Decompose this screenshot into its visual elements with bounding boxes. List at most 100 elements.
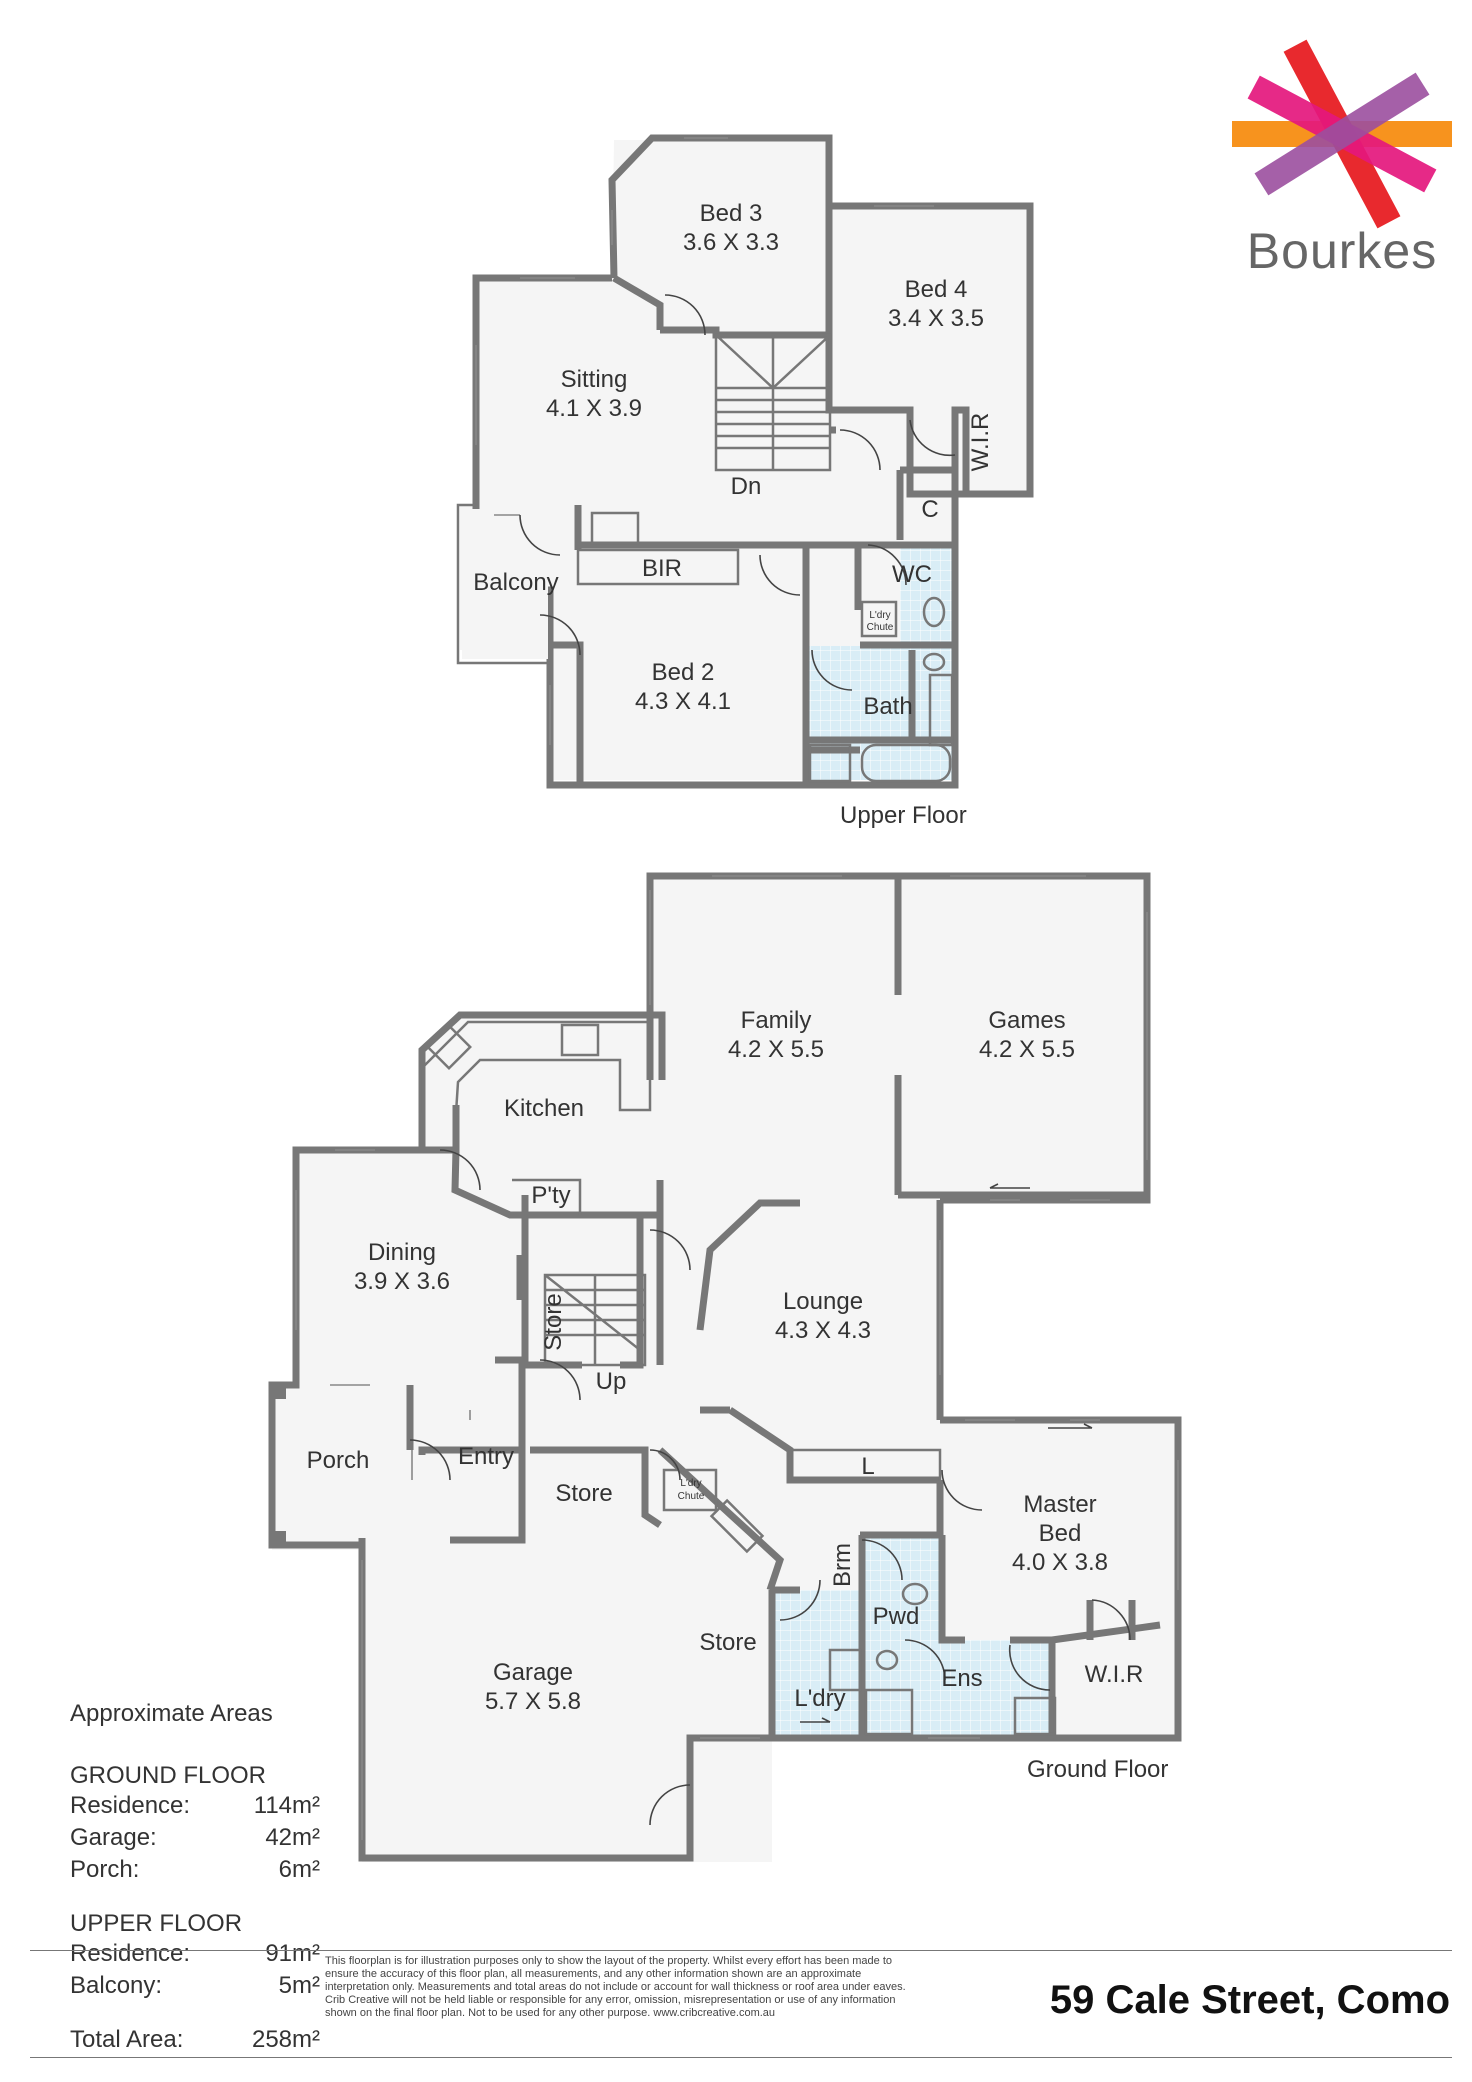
games-size: 4.2 X 5.5 (979, 1036, 1075, 1063)
area-value: 5m² (278, 1972, 320, 1999)
bath-label: Bath (863, 693, 912, 720)
total-area-row: Total Area: 258m² (70, 2024, 320, 2056)
ground-doors (409, 1149, 1131, 1826)
pantry-label: P'ty (531, 1182, 570, 1209)
stairs-down-label: Dn (731, 473, 762, 500)
dining-size: 3.9 X 3.6 (354, 1268, 450, 1295)
ldry-tub (828, 1648, 862, 1692)
area-row: Porch: 6m² (70, 1854, 320, 1886)
master-size: 4.0 X 3.8 (1012, 1549, 1108, 1576)
ground-floor: Family 4.2 X 5.5 Games 4.2 X 5.5 Kitchen… (268, 872, 1182, 1862)
bath-toilet (922, 652, 946, 672)
ground-stairs (543, 1273, 647, 1367)
broom-label: Brm (829, 1543, 856, 1587)
garage-size: 5.7 X 5.8 (485, 1688, 581, 1715)
areas-heading: Approximate Areas (70, 1700, 273, 1727)
lounge-name: Lounge (783, 1288, 863, 1315)
area-label: Porch: (70, 1856, 140, 1883)
bed2-name: Bed 2 (652, 659, 715, 686)
area-label: Garage: (70, 1824, 157, 1851)
bir-label: BIR (642, 555, 682, 582)
wc-label: WC (892, 561, 932, 588)
stairs-up-label: Up (596, 1368, 627, 1395)
cooktop (560, 1023, 600, 1057)
master-name-2: Bed (1039, 1520, 1082, 1547)
closet-label: C (921, 496, 938, 523)
kitchen-bench (418, 1020, 652, 1114)
upper-floor-heading: UPPER FLOOR (70, 1910, 243, 1937)
garage-name: Garage (493, 1659, 573, 1686)
brand-name: Bourkes (1246, 223, 1438, 279)
laundry-label: L'dry (794, 1685, 845, 1712)
garage-bench (709, 1498, 765, 1554)
ensuite-label: Ens (941, 1665, 982, 1692)
footer-rule-bottom (30, 2057, 1452, 2058)
ground-floor-area (272, 876, 1178, 1862)
logo-bar-purple (1254, 72, 1430, 196)
upper-ldry-chute-2: Chute (867, 622, 894, 633)
pantry (512, 1178, 582, 1215)
upper-floor-title: Upper Floor (840, 802, 967, 829)
footer-rule-top (30, 1950, 1452, 1951)
area-label: Balcony: (70, 1972, 163, 1999)
brand-logo (1232, 39, 1452, 229)
balcony-label: Balcony (473, 569, 558, 596)
wc-tiles (900, 545, 955, 645)
wc-toilet (922, 596, 946, 628)
sitting-sink (590, 511, 640, 545)
dining-name: Dining (368, 1239, 436, 1266)
bed2-size: 4.3 X 4.1 (635, 688, 731, 715)
area-row: Residence: 91m² (70, 1938, 320, 1970)
bathtub (860, 743, 952, 783)
family-size: 4.2 X 5.5 (728, 1036, 824, 1063)
area-row: Garage: 42m² (70, 1822, 320, 1854)
area-value: 114m² (253, 1792, 320, 1819)
entry-store-label: Store (555, 1480, 612, 1507)
bed3-name: Bed 3 (700, 200, 763, 227)
master-name-1: Master (1023, 1491, 1096, 1518)
ground-floor-title: Ground Floor (1027, 1756, 1168, 1783)
bir-cabinet (576, 548, 740, 586)
upper-stairs (714, 333, 832, 472)
ldry-chute-box (860, 600, 898, 638)
lounge-size: 4.3 X 4.3 (775, 1317, 871, 1344)
balcony-area (462, 509, 548, 659)
area-value: 91m² (265, 1940, 320, 1967)
ground-floor-heading: GROUND FLOOR (70, 1762, 267, 1789)
sitting-size: 4.1 X 3.9 (546, 395, 642, 422)
pwd-basin (875, 1649, 899, 1671)
ground-ldry-chute-2: Chute (678, 1491, 705, 1502)
sitting-name: Sitting (561, 366, 628, 393)
area-value: 42m² (265, 1824, 320, 1851)
ens-shower (864, 1688, 914, 1736)
upper-floor: Bed 3 3.6 X 3.3 Bed 4 3.4 X 3.5 Sitting … (456, 134, 1034, 829)
area-row: Balcony: 5m² (70, 1970, 320, 2002)
linen-label: L (861, 1453, 874, 1480)
upper-ldry-chute-1: L'dry (869, 610, 890, 621)
balcony-rail (456, 503, 550, 665)
porch-post-1 (272, 1385, 286, 1399)
family-name: Family (741, 1007, 812, 1034)
ldry-tiles (772, 1590, 862, 1735)
ground-windows (295, 875, 1179, 1840)
bed4-name: Bed 4 (905, 276, 968, 303)
ground-ldry-chute (662, 1468, 718, 1512)
stair-store-label: Store (540, 1293, 567, 1350)
entry-label: Entry (458, 1443, 514, 1470)
pwd-toilet (901, 1582, 929, 1606)
bed4-size: 3.4 X 3.5 (888, 305, 984, 332)
ens-tiles (862, 1640, 1052, 1735)
area-row: Residence: 114m² (70, 1790, 320, 1822)
upper-wir-label: W.I.R (967, 413, 994, 472)
shower (808, 743, 852, 783)
property-address: 59 Cale Street, Como (1049, 1978, 1450, 2022)
area-label: Residence: (70, 1940, 191, 1967)
kitchen-label: Kitchen (504, 1095, 584, 1122)
approximate-areas: Approximate Areas GROUND FLOOR Residence… (70, 1700, 320, 2056)
games-name: Games (988, 1007, 1065, 1034)
upper-doors (519, 294, 956, 691)
disclaimer-text: This floorplan is for illustration purpo… (325, 1955, 906, 2019)
kitchen-sink (426, 1024, 472, 1070)
upper-floor-area (460, 140, 1030, 780)
